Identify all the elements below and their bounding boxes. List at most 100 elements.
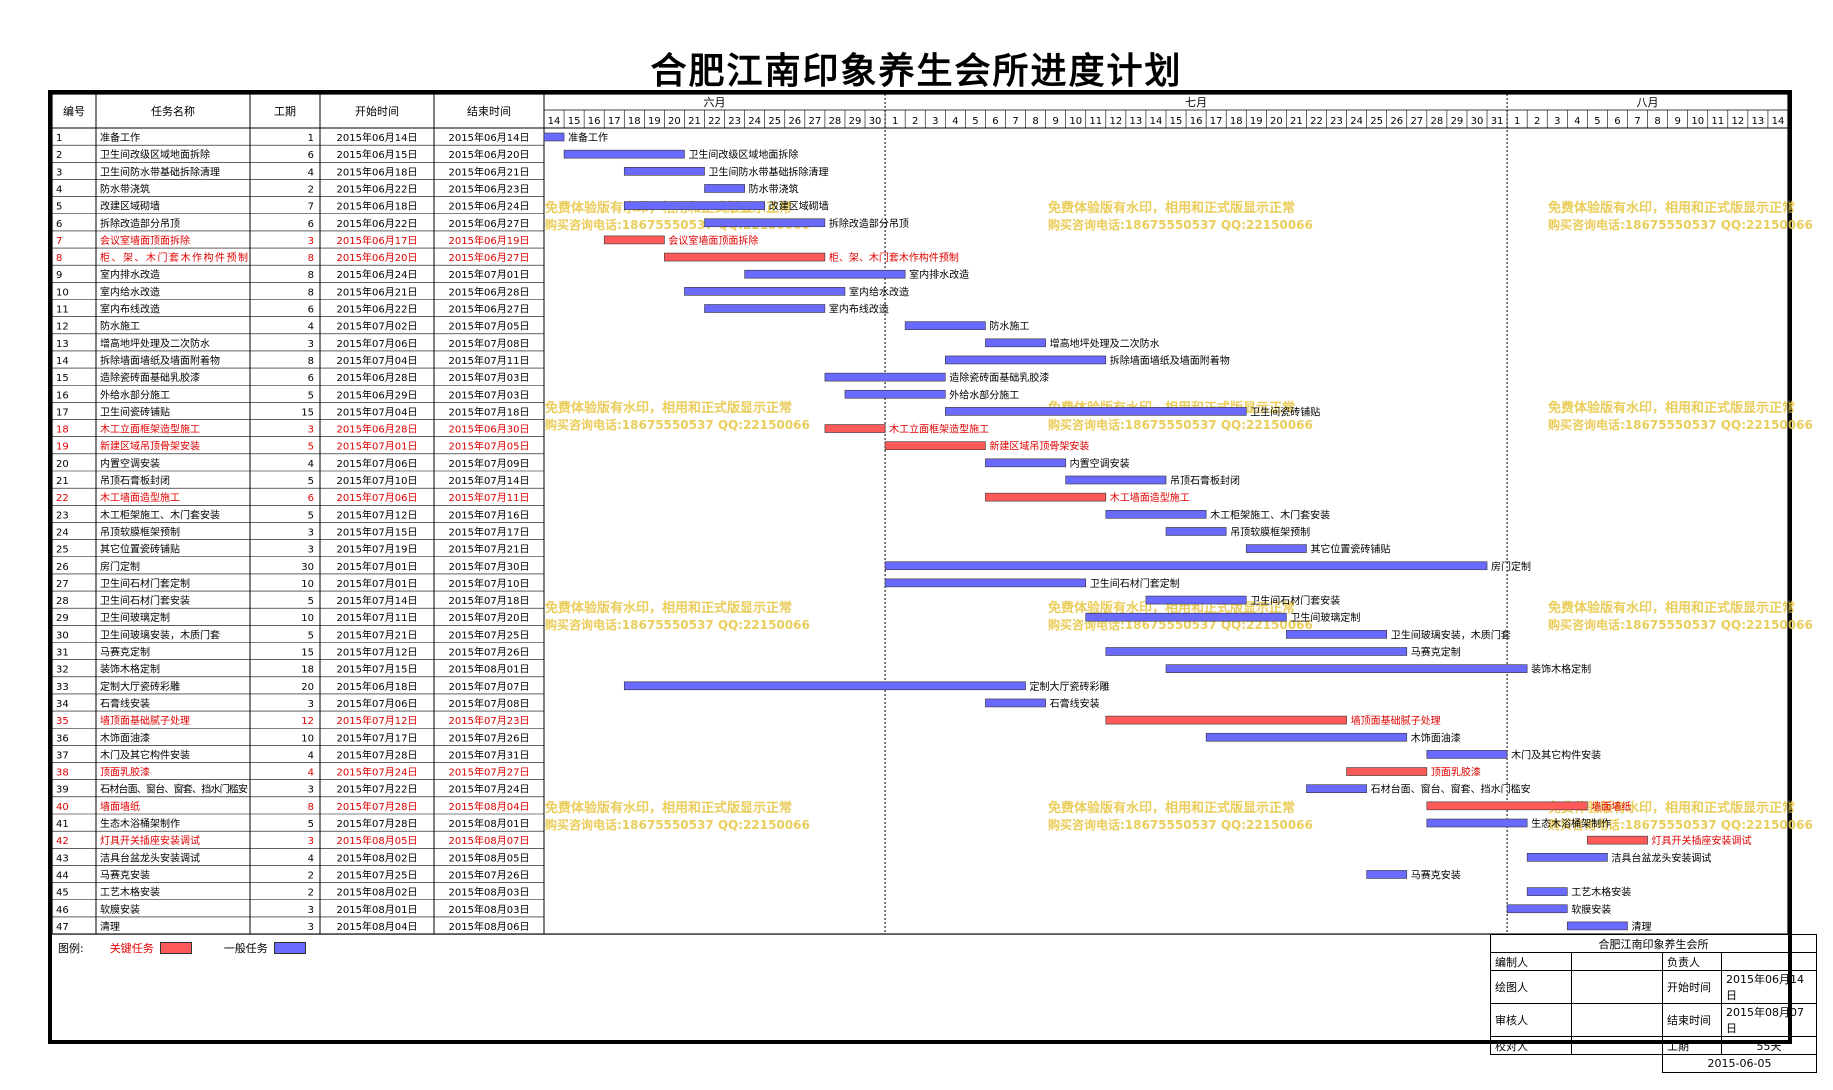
task-end: 2015年07月11日 xyxy=(449,354,530,367)
task-id: 2 xyxy=(56,150,62,161)
task-name: 防水施工 xyxy=(100,320,140,333)
title-block-name: 合肥江南印象养生会所 xyxy=(1490,934,1817,953)
bar-label: 卫生间瓷砖铺贴 xyxy=(1250,405,1320,418)
task-id: 46 xyxy=(56,905,69,916)
bar-label: 马赛克安装 xyxy=(1411,868,1461,881)
bar-label: 卫生间玻璃定制 xyxy=(1290,611,1360,624)
task-end: 2015年07月05日 xyxy=(449,320,530,333)
tb-cell: 55天 xyxy=(1721,1036,1817,1055)
bar-label: 防水施工 xyxy=(989,320,1029,333)
task-name: 外给水部分施工 xyxy=(100,388,170,401)
task-id: 27 xyxy=(56,579,69,590)
day-label: 16 xyxy=(588,116,601,127)
gantt-bar xyxy=(1566,921,1628,931)
chart-frame xyxy=(48,90,1792,1044)
day-label: 11 xyxy=(1711,116,1724,127)
bar-label: 拆除墙面墙纸及墙面附着物 xyxy=(1110,354,1230,367)
day-label: 1 xyxy=(892,116,898,127)
gantt-bar xyxy=(704,184,745,193)
task-start: 2015年07月01日 xyxy=(337,577,418,590)
task-duration: 18 xyxy=(301,665,314,676)
table-border xyxy=(51,93,1789,935)
task-id: 21 xyxy=(56,476,69,487)
month-label: 七月 xyxy=(1185,96,1207,109)
bar-label: 木饰面油漆 xyxy=(1411,731,1461,744)
day-label: 27 xyxy=(809,116,822,127)
task-name: 生态木浴桶架制作 xyxy=(100,817,180,830)
bar-label: 墙面墙纸 xyxy=(1591,800,1631,813)
gantt-bar xyxy=(1165,664,1528,673)
task-name: 吊顶石膏板封闭 xyxy=(100,474,170,487)
task-end: 2015年07月16日 xyxy=(449,508,530,521)
task-start: 2015年06月29日 xyxy=(337,388,418,401)
watermark-line: 购买咨询电话:18675550537 QQ:22150066 xyxy=(1048,217,1313,232)
bar-label: 拆除改造部分吊顶 xyxy=(829,217,909,230)
task-name: 卫生间石材门套安装 xyxy=(100,594,190,607)
task-start: 2015年07月28日 xyxy=(337,748,418,761)
watermark-line: 免费体验版有水印，相用和正式版显示正常 xyxy=(545,600,792,616)
task-id: 20 xyxy=(56,459,69,470)
day-label: 24 xyxy=(748,116,761,127)
task-id: 42 xyxy=(56,836,69,847)
task-start: 2015年07月22日 xyxy=(337,783,418,796)
task-start: 2015年07月10日 xyxy=(337,474,418,487)
tb-cell: 校对人 xyxy=(1490,1036,1572,1055)
task-id: 26 xyxy=(56,562,69,573)
tb-cell xyxy=(1571,1036,1663,1055)
task-id: 22 xyxy=(56,493,69,504)
gantt-bar xyxy=(1245,544,1307,553)
day-label: 17 xyxy=(1210,116,1223,127)
tb-cell: 编制人 xyxy=(1490,952,1572,971)
day-label: 13 xyxy=(1752,116,1765,127)
bar-label: 木工立面框架造型施工 xyxy=(889,423,989,436)
task-id: 30 xyxy=(56,630,69,641)
task-start: 2015年06月18日 xyxy=(337,200,418,213)
task-start: 2015年06月18日 xyxy=(337,680,418,693)
day-label: 15 xyxy=(568,116,581,127)
header-no: 编号 xyxy=(63,104,85,118)
task-end: 2015年07月17日 xyxy=(449,525,530,538)
task-end: 2015年08月05日 xyxy=(449,851,530,864)
task-duration: 3 xyxy=(308,922,314,933)
task-end: 2015年06月30日 xyxy=(449,423,530,436)
task-end: 2015年07月11日 xyxy=(449,491,530,504)
task-end: 2015年07月20日 xyxy=(449,611,530,624)
task-end: 2015年07月03日 xyxy=(449,371,530,384)
task-end: 2015年07月08日 xyxy=(449,697,530,710)
task-duration: 4 xyxy=(308,750,314,761)
task-end: 2015年07月30日 xyxy=(449,560,530,573)
bar-label: 会议室墙面顶面拆除 xyxy=(668,234,758,247)
day-label: 12 xyxy=(1109,116,1122,127)
task-duration: 15 xyxy=(301,407,314,418)
bar-label: 木门及其它构件安装 xyxy=(1511,748,1601,761)
task-end: 2015年06月27日 xyxy=(449,303,530,316)
day-label: 23 xyxy=(1330,116,1343,127)
day-label: 28 xyxy=(1431,116,1444,127)
day-label: 30 xyxy=(1471,116,1484,127)
task-end: 2015年06月28日 xyxy=(449,285,530,298)
task-start: 2015年06月22日 xyxy=(337,303,418,316)
tb-cell: 工期 xyxy=(1662,1036,1722,1055)
day-label: 9 xyxy=(1674,116,1680,127)
task-end: 2015年07月18日 xyxy=(449,594,530,607)
task-name: 增高地坪处理及二次防水 xyxy=(100,337,210,350)
task-start: 2015年07月28日 xyxy=(337,800,418,813)
task-id: 33 xyxy=(56,682,69,693)
bar-label: 吊顶石膏板封闭 xyxy=(1170,474,1240,487)
task-start: 2015年06月14日 xyxy=(337,131,418,144)
task-name: 木工柜架施工、木门套安装 xyxy=(100,508,220,521)
task-duration: 8 xyxy=(308,253,314,264)
task-end: 2015年06月23日 xyxy=(449,182,530,195)
header-name: 任务名称 xyxy=(151,104,195,118)
task-start: 2015年07月21日 xyxy=(337,628,418,641)
day-label: 25 xyxy=(768,116,781,127)
day-label: 19 xyxy=(648,116,661,127)
tb-cell: 结束时间 xyxy=(1662,1003,1722,1037)
task-id: 5 xyxy=(56,202,62,213)
task-name: 卫生间改级区域地面拆除 xyxy=(100,148,210,161)
day-label: 20 xyxy=(668,116,681,127)
day-label: 23 xyxy=(728,116,741,127)
bar-label: 卫生间石材门套定制 xyxy=(1090,577,1180,590)
task-duration: 2 xyxy=(308,888,314,899)
watermark-line: 购买咨询电话:18675550537 QQ:22150066 xyxy=(1548,617,1813,632)
